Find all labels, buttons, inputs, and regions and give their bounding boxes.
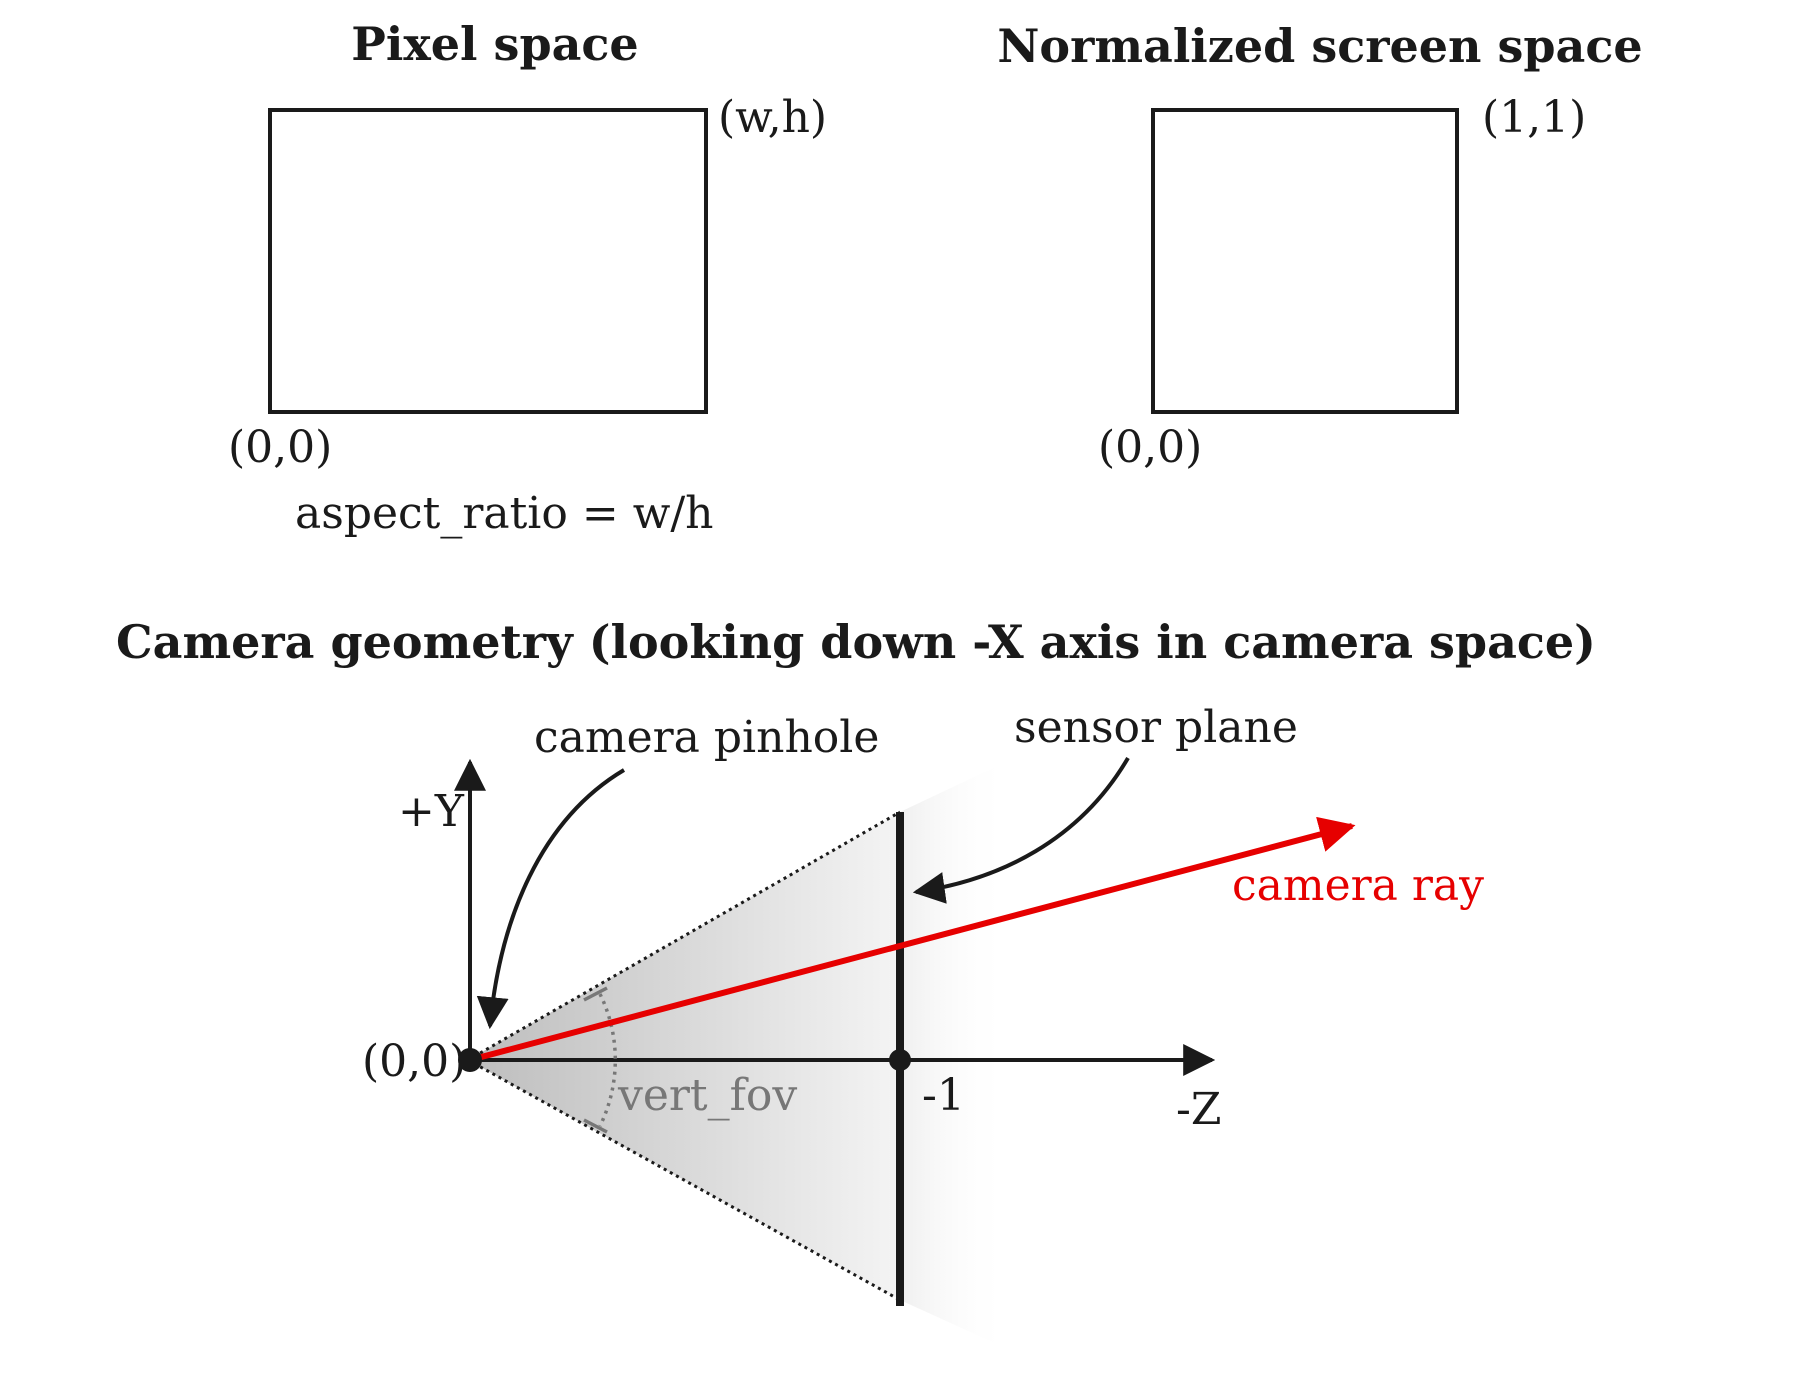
fov-lower-edge <box>467 1058 901 1302</box>
normalized-space-rect <box>1151 108 1459 414</box>
normalized-space-origin-label: (0,0) <box>1098 422 1202 473</box>
pinhole-label: camera pinhole <box>534 712 879 763</box>
pixel-space-title: Pixel space <box>351 17 638 71</box>
pinhole-dot <box>458 1048 482 1072</box>
camera-geometry-title: Camera geometry (looking down -X axis in… <box>116 615 1596 669</box>
sensor-center-dot <box>889 1049 911 1071</box>
fov-upper-edge <box>467 810 901 1062</box>
fov-arc-lower-tick <box>583 1118 608 1134</box>
normalized-space-title: Normalized screen space <box>997 19 1642 73</box>
fov-arc <box>598 993 618 1127</box>
pixel-space-origin-label: (0,0) <box>228 422 332 473</box>
aspect-ratio-label: aspect_ratio = w/h <box>295 488 714 539</box>
z-axis-label: -Z <box>1176 1084 1221 1135</box>
beyond-sensor-shading <box>900 760 1010 1350</box>
sensor-callout-arrow <box>912 756 1130 904</box>
camera-geometry-panel: Camera geometry (looking down -X axis in… <box>116 615 1596 1350</box>
normalized-space-top-right-label: (1,1) <box>1482 92 1586 143</box>
pixel-space-top-right-label: (w,h) <box>718 92 827 143</box>
fov-frustum <box>468 812 900 1300</box>
pinhole-callout-arrow <box>476 768 626 1030</box>
camera-ray-label: camera ray <box>1232 860 1484 911</box>
fov-label: vert_fov <box>617 1070 797 1121</box>
fov-arc-upper-tick <box>583 986 608 1002</box>
y-axis-label: +Y <box>398 786 465 837</box>
pixel-space-panel: Pixel space (w,h) (0,0) aspect_ratio = w… <box>228 17 827 539</box>
camera-ray <box>469 816 1356 1063</box>
origin-label: (0,0) <box>362 1036 466 1087</box>
sensor-tick-label: -1 <box>922 1070 965 1121</box>
sensor-plane-label: sensor plane <box>1014 702 1298 753</box>
pixel-space-rect <box>268 108 708 414</box>
normalized-space-panel: Normalized screen space (1,1) (0,0) <box>997 19 1642 473</box>
